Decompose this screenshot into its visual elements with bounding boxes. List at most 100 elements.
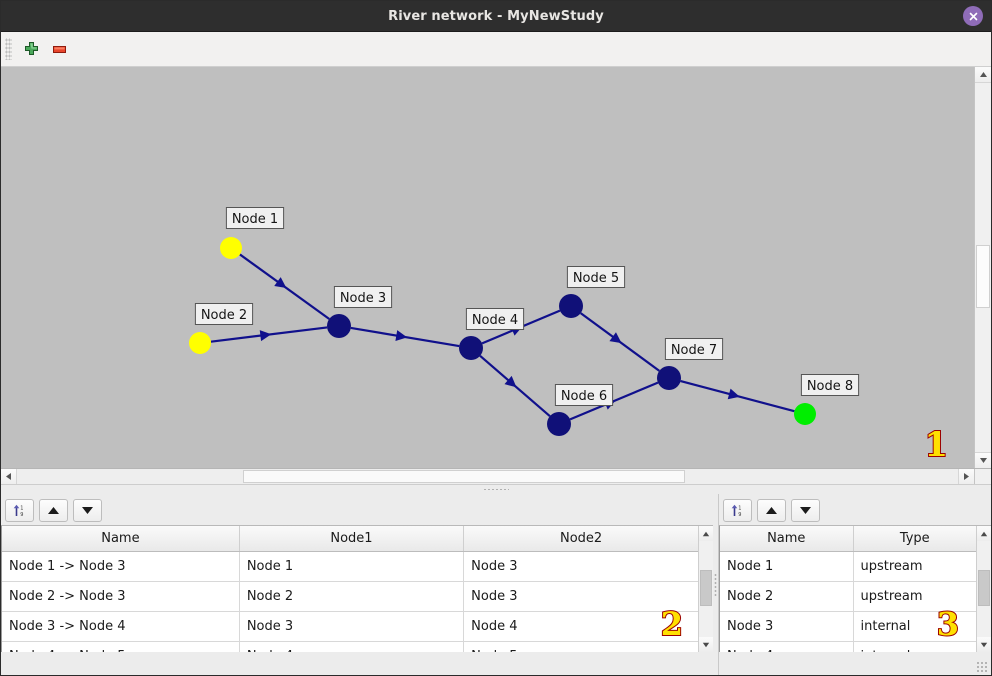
- table-cell[interactable]: Node 2 -> Node 3: [2, 581, 240, 612]
- nodes-vertical-scrollbar[interactable]: [976, 526, 991, 652]
- reaches-scroll-down-button[interactable]: [699, 637, 713, 652]
- sort-reaches-button[interactable]: 1 9: [5, 498, 34, 522]
- move-reach-up-button[interactable]: [39, 498, 68, 522]
- graph-hscroll-track[interactable]: [17, 469, 958, 484]
- graph-scroll-down-button[interactable]: [975, 452, 991, 468]
- node-label-box[interactable]: [225, 207, 285, 229]
- add-node-button[interactable]: [17, 36, 45, 62]
- node-label-box[interactable]: [554, 384, 614, 406]
- column-header-node2[interactable]: Node2: [463, 526, 698, 552]
- node-row[interactable]: Node 4internal: [720, 641, 976, 652]
- toolbar-drag-handle[interactable]: [5, 38, 12, 60]
- table-cell[interactable]: Node 4: [720, 641, 854, 652]
- graph-node-node-3[interactable]: [327, 314, 351, 338]
- sort-nodes-button[interactable]: 1 9: [723, 498, 752, 522]
- graph-node-node-1[interactable]: [220, 237, 242, 259]
- table-cell[interactable]: upstream: [853, 581, 976, 612]
- arrow-down-icon: [800, 506, 811, 514]
- graph-scroll-right-button[interactable]: [958, 469, 974, 484]
- close-button[interactable]: [963, 6, 983, 26]
- graph-nodes[interactable]: [189, 237, 816, 436]
- node-label-box[interactable]: [664, 338, 724, 360]
- table-cell[interactable]: Node 2: [720, 581, 854, 612]
- horizontal-splitter[interactable]: [1, 485, 991, 494]
- table-cell[interactable]: Node 1: [239, 551, 465, 582]
- window-resize-grip[interactable]: [976, 661, 988, 673]
- table-cell[interactable]: Node 1 -> Node 3: [2, 551, 240, 582]
- table-cell[interactable]: Node 3 -> Node 4: [2, 611, 240, 642]
- node-label-box[interactable]: [194, 303, 254, 325]
- nodes-scroll-down-button[interactable]: [977, 637, 991, 652]
- table-cell[interactable]: Node 3: [463, 551, 698, 582]
- reaches-vscroll-thumb[interactable]: [700, 569, 712, 607]
- node-label-box[interactable]: [333, 286, 393, 308]
- table-cell[interactable]: internal: [853, 641, 976, 652]
- graph-scroll-up-button[interactable]: [975, 67, 991, 83]
- graph-node-node-5[interactable]: [559, 294, 583, 318]
- move-node-down-button[interactable]: [791, 498, 820, 522]
- graph-node-node-2[interactable]: [189, 332, 211, 354]
- window-title: River network - MyNewStudy: [388, 8, 604, 24]
- reaches-vscroll-track[interactable]: [699, 541, 713, 637]
- column-header-node1[interactable]: Node1: [239, 526, 465, 552]
- move-reach-down-button[interactable]: [73, 498, 102, 522]
- table-cell[interactable]: Node 1: [720, 551, 854, 582]
- column-header-type[interactable]: Type: [853, 526, 976, 552]
- table-cell[interactable]: upstream: [853, 551, 976, 582]
- graph-scroll-left-button[interactable]: [1, 469, 17, 484]
- table-cell[interactable]: internal: [853, 611, 976, 642]
- graph-vertical-scrollbar[interactable]: [974, 67, 991, 468]
- reaches-scroll-up-button[interactable]: [699, 526, 713, 541]
- nodes-vscroll-thumb[interactable]: [978, 569, 990, 607]
- table-cell[interactable]: Node 4: [463, 611, 698, 642]
- column-header-name[interactable]: Name: [720, 526, 854, 552]
- node-label-text: Node 1: [232, 212, 278, 227]
- node-label-text: Node 7: [671, 343, 717, 358]
- remove-node-button[interactable]: [45, 36, 73, 62]
- graph-node-node-6[interactable]: [547, 412, 571, 436]
- node-label-box[interactable]: [566, 266, 626, 288]
- table-cell[interactable]: Node 4: [239, 641, 465, 652]
- table-cell[interactable]: Node 5: [463, 641, 698, 652]
- graph-node-node-7[interactable]: [657, 366, 681, 390]
- graph-hscroll-thumb[interactable]: [242, 470, 686, 483]
- graph-node-node-8[interactable]: [794, 403, 816, 425]
- graph-vscroll-thumb[interactable]: [976, 245, 990, 309]
- table-cell[interactable]: Node 2: [239, 581, 465, 612]
- table-cell[interactable]: Node 3: [239, 611, 465, 642]
- graph-node-node-4[interactable]: [459, 336, 483, 360]
- graph-vscroll-track[interactable]: [975, 83, 991, 452]
- node-label-box[interactable]: [800, 374, 860, 396]
- splitter-grip: [483, 488, 509, 491]
- move-node-up-button[interactable]: [757, 498, 786, 522]
- column-header-name[interactable]: Name: [2, 526, 240, 552]
- tables-area: 1 9: [1, 494, 991, 675]
- table-cell[interactable]: Node 3: [720, 611, 854, 642]
- reaches-vertical-scrollbar[interactable]: [698, 526, 713, 652]
- nodes-vscroll-track[interactable]: [977, 541, 991, 637]
- table-cell[interactable]: Node 4 -> Node 5: [2, 641, 240, 652]
- graph-horizontal-scrollbar[interactable]: [1, 469, 991, 485]
- edge-arrow-icon: [609, 332, 622, 344]
- vertical-splitter[interactable]: [713, 494, 718, 675]
- table-cell[interactable]: Node 3: [463, 581, 698, 612]
- node-label-box[interactable]: [465, 308, 525, 330]
- nodes-scroll-up-button[interactable]: [977, 526, 991, 541]
